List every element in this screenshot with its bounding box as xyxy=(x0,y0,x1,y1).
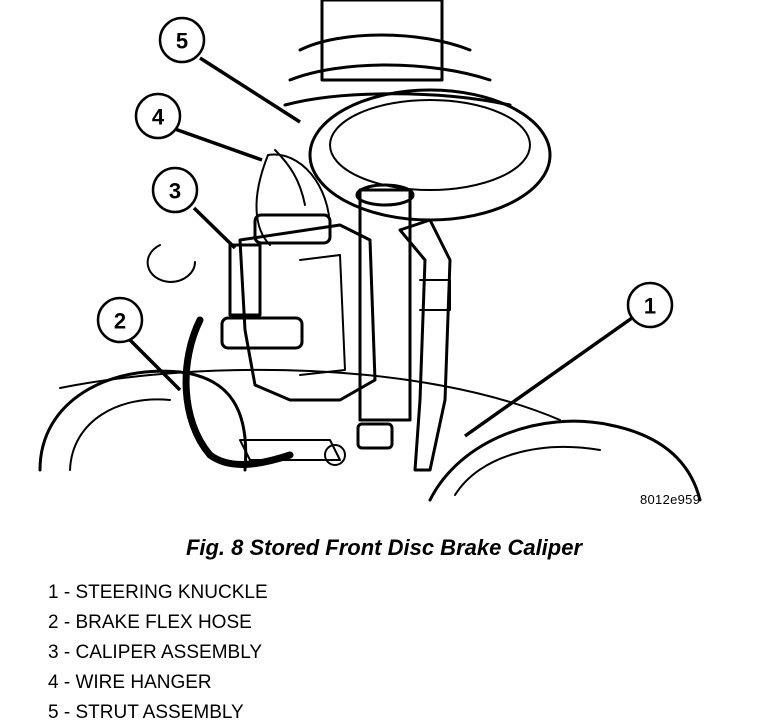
hose-fitting xyxy=(324,444,346,466)
callout-label-4: 4 xyxy=(152,105,165,130)
legend-number: 3 xyxy=(48,642,59,663)
callout-circle-2 xyxy=(96,296,144,344)
legend-list: 1 - STEERING KNUCKLE 2 - BRAKE FLEX HOSE… xyxy=(48,578,268,728)
brake-line-bracket xyxy=(239,439,341,461)
callout-circle-5 xyxy=(158,16,206,64)
legend-text: BRAKE FLEX HOSE xyxy=(75,612,252,633)
callout-circle-1 xyxy=(626,281,674,329)
legend-item: 1 - STEERING KNUCKLE xyxy=(48,582,268,603)
leader-line-2 xyxy=(128,338,182,392)
callout-label-2: 2 xyxy=(114,309,126,334)
figure-code: 8012e959 xyxy=(640,492,701,507)
caliper-bracket xyxy=(228,243,262,317)
legend-number: 4 xyxy=(48,672,59,693)
legend-number: 2 xyxy=(48,612,59,633)
legend-item: 4 - WIRE HANGER xyxy=(48,672,212,693)
callout-circle-4 xyxy=(134,92,182,140)
spring-coil-1 xyxy=(298,33,472,52)
legend-text: STRUT ASSEMBLY xyxy=(75,702,244,723)
break-arc-symbol xyxy=(146,244,196,283)
callout-circle-3 xyxy=(151,166,199,214)
caliper-piston-front xyxy=(220,316,304,350)
legend-item: 3 - CALIPER ASSEMBLY xyxy=(48,642,263,663)
legend-text: CALIPER ASSEMBLY xyxy=(75,642,263,663)
spring-coil-2 xyxy=(288,63,492,82)
legend-number: 1 xyxy=(48,582,59,603)
steering-knuckle xyxy=(398,218,452,472)
leader-line-5 xyxy=(199,56,301,124)
knuckle-bracket xyxy=(419,279,451,311)
brake-caliper-illustration: 5 4 3 2 1 xyxy=(38,0,702,502)
legend-item: 5 - STRUT ASSEMBLY xyxy=(48,702,244,723)
legend-number: 5 xyxy=(48,702,59,723)
leader-line-3 xyxy=(192,206,237,250)
knuckle-bolt xyxy=(356,422,394,450)
callout-label-3: 3 xyxy=(169,179,181,204)
callout-label-1: 1 xyxy=(644,294,656,319)
spring-seat-inner xyxy=(329,99,531,191)
right-tire-outline xyxy=(428,419,702,502)
leader-line-4 xyxy=(171,126,263,162)
left-tire-inner xyxy=(69,398,171,471)
wire-hanger xyxy=(255,149,331,246)
legend-text: WIRE HANGER xyxy=(75,672,212,693)
strut-tube-top xyxy=(355,183,415,207)
fender-line xyxy=(59,368,561,421)
right-tire-inner xyxy=(454,446,601,496)
figure-caption: Fig. 8 Stored Front Disc Brake Caliper xyxy=(185,535,583,560)
caliper-detail xyxy=(299,254,346,376)
legend-item: 2 - BRAKE FLEX HOSE xyxy=(48,612,252,633)
callout-label-5: 5 xyxy=(176,29,188,54)
leader-line-1 xyxy=(463,316,634,438)
legend-text: STEERING KNUCKLE xyxy=(75,582,268,603)
strut-tube xyxy=(358,188,412,422)
spring-seat xyxy=(308,88,552,222)
brake-flex-hose xyxy=(182,316,294,468)
